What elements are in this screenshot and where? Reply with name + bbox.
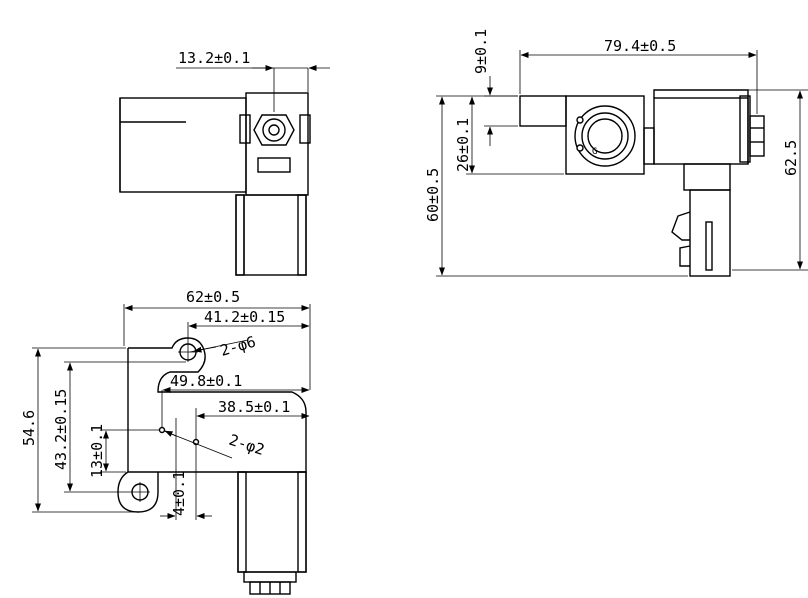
- side-view: G 79.4±0.5 9±0.1 26±0.1: [424, 29, 808, 277]
- dim-9: 9±0.1: [472, 29, 490, 74]
- dim-54-6: 54.6: [20, 410, 38, 446]
- hole-large-label: 2-φ6: [218, 333, 258, 360]
- dim-13: 13±0.1: [88, 424, 106, 478]
- top-view-coil: [235, 194, 307, 276]
- dim-26: 26±0.1: [454, 118, 472, 172]
- dim-60: 60±0.5: [424, 168, 442, 222]
- hole-small-label: 2-φ2: [227, 431, 267, 459]
- side-view-bolt: [749, 115, 765, 157]
- dim-38-5: 38.5±0.1: [218, 398, 290, 416]
- top-view-port-inner: [268, 124, 280, 136]
- side-view-inlet: [519, 95, 567, 127]
- dim-4: 4±0.1: [170, 471, 188, 516]
- top-view-port-outer: [262, 118, 286, 142]
- dim-62: 62±0.5: [186, 288, 240, 306]
- dim-43-2: 43.2±0.15: [52, 389, 70, 470]
- svg-text:G: G: [592, 147, 597, 157]
- side-view-port-outer: [574, 105, 636, 167]
- dim-13-2: 13.2±0.1: [178, 49, 250, 67]
- dim-49-8: 49.8±0.1: [170, 372, 242, 390]
- side-view-coil: [653, 97, 749, 165]
- side-view-valve-body: [565, 95, 645, 175]
- top-view-housing: [119, 97, 247, 193]
- side-view-connector: [689, 189, 731, 277]
- top-view: 13.2±0.1: [119, 49, 330, 276]
- dim-62-5: 62.5: [782, 140, 800, 176]
- dim-79-4: 79.4±0.5: [604, 37, 676, 55]
- top-view-valve-body: [245, 92, 309, 196]
- front-view-coil: [237, 471, 307, 573]
- front-view-small-hole-1: [158, 426, 166, 434]
- front-view: 62±0.5 41.2±0.15 2-φ6 49.8±0.1 38.5±0.1 …: [20, 288, 311, 595]
- top-view-hex-nut: [253, 114, 295, 146]
- dim-41-2: 41.2±0.15: [204, 308, 285, 326]
